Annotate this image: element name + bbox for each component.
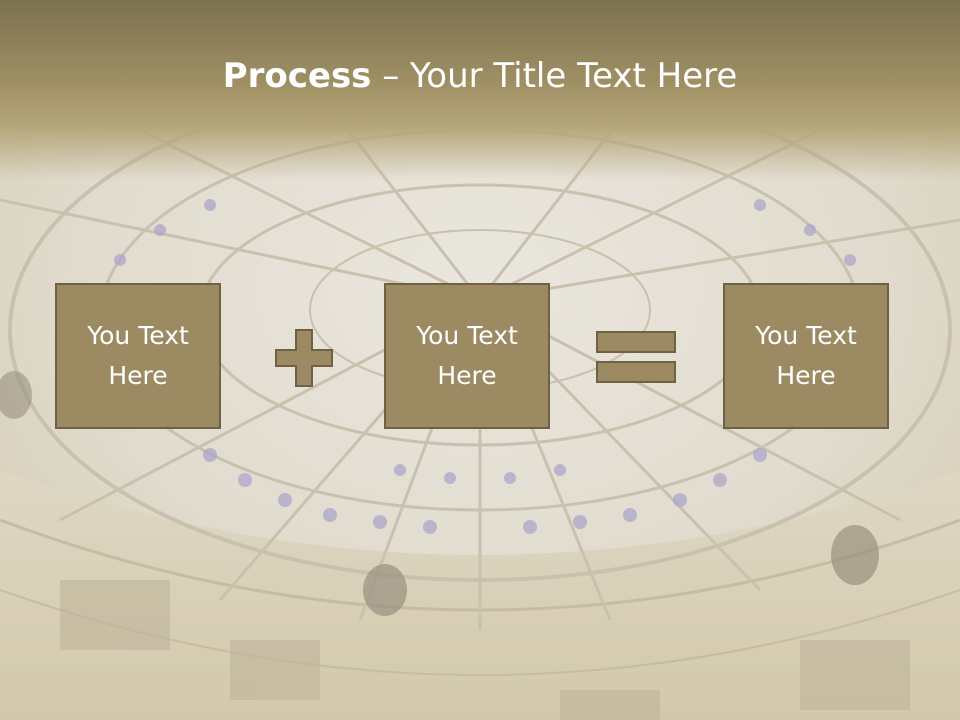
- header-band: [0, 0, 960, 180]
- equals-icon: [596, 331, 676, 383]
- process-box-1-label: You Text Here: [87, 321, 189, 390]
- title-rest-text: – Your Title Text Here: [371, 56, 738, 96]
- process-box-2[interactable]: You Text Here: [384, 283, 550, 429]
- plus-icon: [275, 329, 333, 387]
- process-box-3[interactable]: You Text Here: [723, 283, 889, 429]
- process-box-1[interactable]: You Text Here: [55, 283, 221, 429]
- title-bold-text: Process: [222, 56, 372, 96]
- process-box-3-label: You Text Here: [755, 321, 857, 390]
- slide-title: Process – Your Title Text Here: [0, 54, 960, 98]
- process-box-2-label: You Text Here: [416, 321, 518, 390]
